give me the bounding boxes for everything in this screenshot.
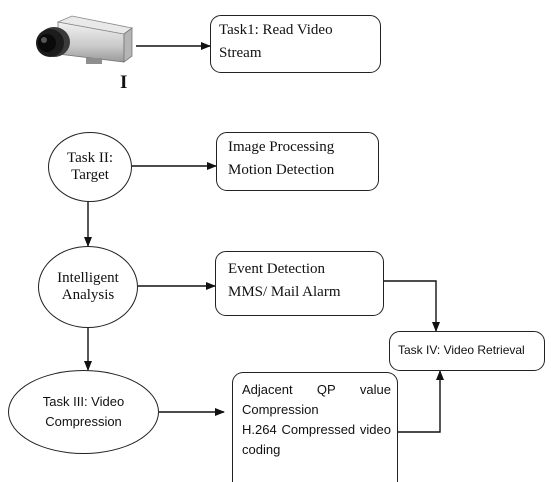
intelligent-label-line2: Analysis	[61, 287, 115, 303]
coding-row2: Compression	[242, 402, 319, 417]
event-detection-line2: MMS/ Mail Alarm	[228, 284, 341, 300]
arrow-coding-to-task4	[398, 370, 444, 433]
coding-row1-word1: Adjacent	[242, 382, 293, 397]
task2-label-line1: Task II:	[66, 150, 114, 166]
event-detection-line1: Event Detection	[228, 261, 326, 277]
task4-label: Task IV: Video Retrieval	[398, 343, 525, 357]
task2-label-line2: Target	[71, 167, 109, 183]
task3-node: Task III: Video Compression	[8, 370, 159, 454]
task1-label-line1: Task1: Read Video	[219, 22, 333, 38]
task1-label-line2: Stream	[219, 45, 262, 61]
camera-mark: I	[120, 72, 128, 93]
coding-row4: coding	[242, 442, 281, 457]
image-processing-box	[216, 132, 379, 191]
coding-row1-word3: value	[359, 382, 391, 397]
coding-row3-word3: video	[359, 422, 391, 437]
intelligent-label-line1: Intelligent	[57, 270, 119, 286]
coding-box	[232, 372, 398, 482]
coding-row3-word1: H.264	[242, 422, 277, 437]
event-detection-box	[215, 251, 384, 316]
coding-row3-word2: Compressed	[281, 422, 356, 437]
task2-node: Task II: Target	[48, 132, 132, 202]
image-processing-line2: Motion Detection	[228, 162, 335, 178]
task3-label-line1: Task III: Video	[42, 393, 125, 409]
task1-box	[210, 15, 381, 73]
task3-label-line2: Compression	[45, 414, 122, 429]
intelligent-analysis-node: Intelligent Analysis	[38, 246, 138, 328]
task4-box	[389, 331, 545, 371]
coding-row3: H.264 Compressed video	[242, 422, 391, 438]
image-processing-line1: Image Processing	[228, 139, 335, 155]
surveillance-camera-icon	[36, 15, 133, 64]
coding-row1-word2: QP	[316, 382, 336, 397]
arrow-event-to-task4	[384, 280, 440, 332]
coding-row1: Adjacent QP value	[242, 382, 391, 398]
